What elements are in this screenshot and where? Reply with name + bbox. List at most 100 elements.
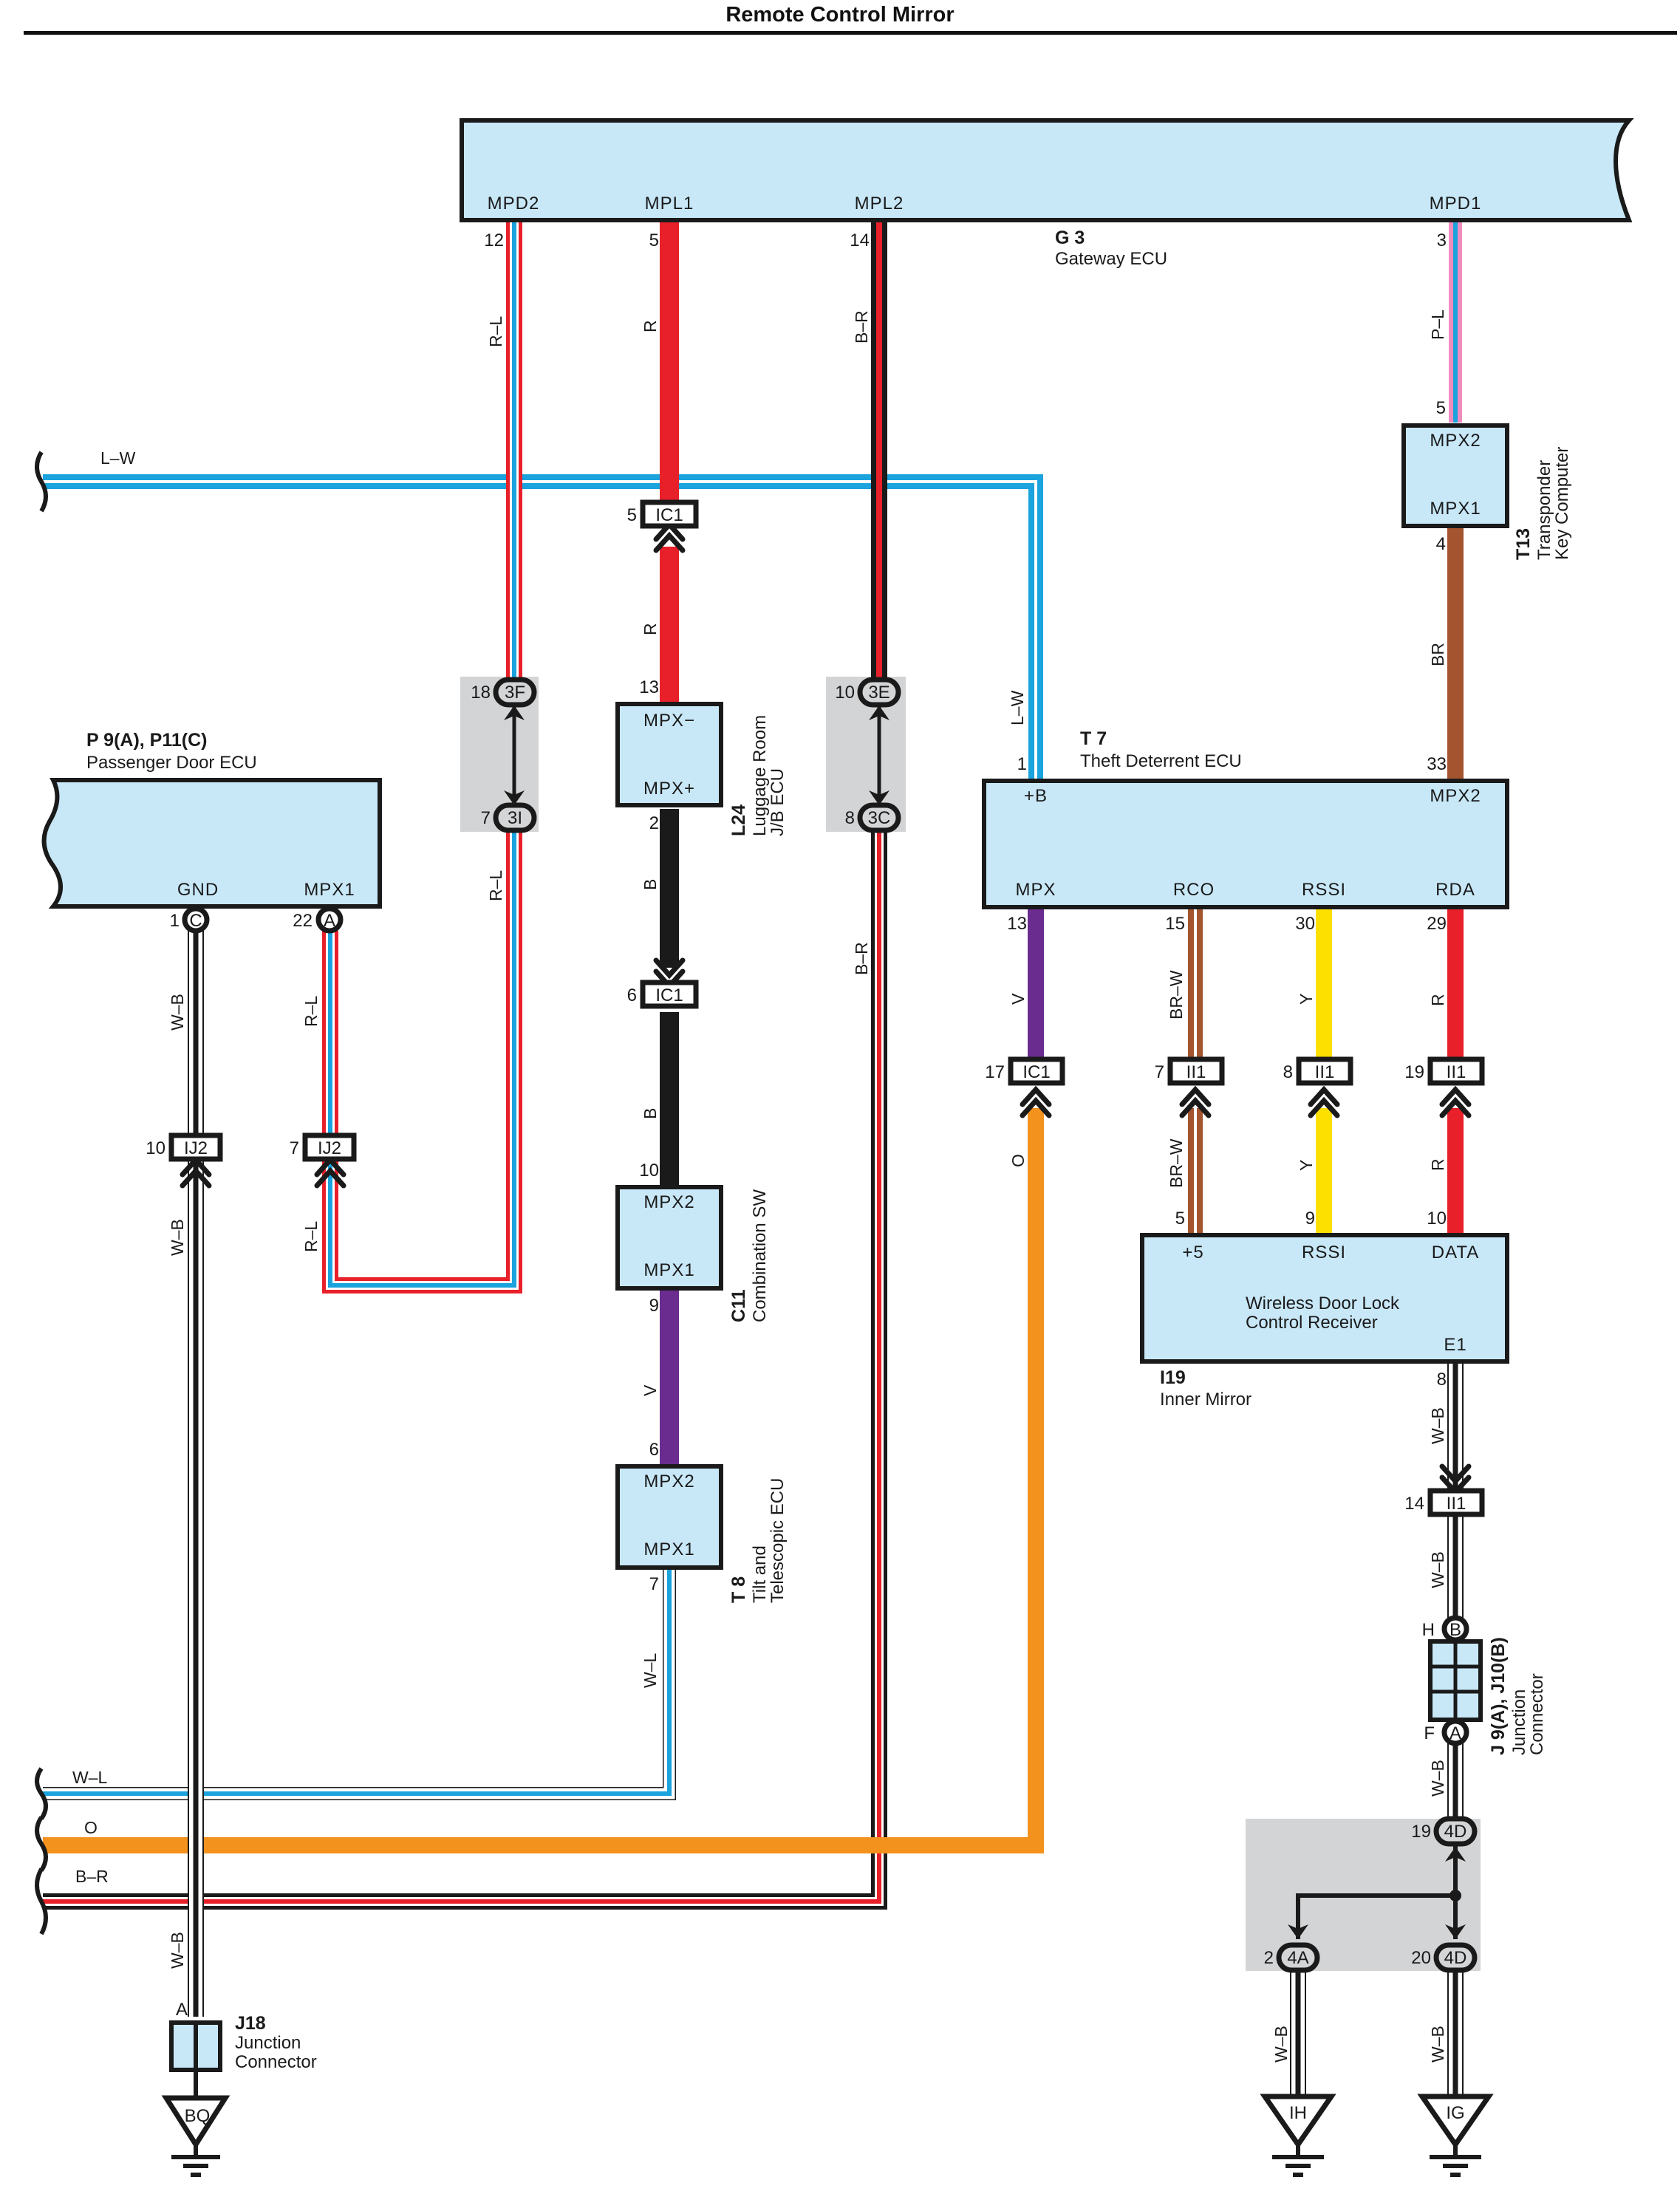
j18-pin: A bbox=[176, 2000, 188, 2020]
wire-label-mpl1-lower: R bbox=[641, 623, 660, 635]
ii1-b-pin: 8 bbox=[1283, 1062, 1293, 1082]
wire-t8-wl bbox=[43, 1568, 676, 1800]
pin-circle-pd-mpx1: A bbox=[315, 906, 344, 934]
pd-code: P 9(A), P11(C) bbox=[86, 730, 207, 751]
t13-label: T13 Transponder Key Computer bbox=[1513, 447, 1572, 560]
c11-label: C11 Combination SW bbox=[728, 1189, 770, 1322]
ground-ih-icon: IH bbox=[1260, 2094, 1336, 2177]
j9-j10-junction-connector bbox=[1428, 1639, 1483, 1722]
wire-label-gnd-ih: W–B bbox=[1271, 2026, 1291, 2063]
wire-label-pd-mpx1: R–L bbox=[301, 996, 321, 1027]
junction-3i: 3I bbox=[493, 802, 537, 833]
svg-text:IC1: IC1 bbox=[655, 985, 683, 1005]
jb-3f-pin: 18 bbox=[471, 683, 491, 703]
t13-terminal-mpx1: MPX1 bbox=[1430, 499, 1481, 519]
wire-mpd2-rl bbox=[322, 222, 522, 1293]
pin-circle-j9-top: B bbox=[1441, 1615, 1469, 1643]
ij2-a-pin: 10 bbox=[146, 1138, 165, 1158]
wire-label-mpd1: P–L bbox=[1428, 310, 1447, 340]
ic1-b-pin: 6 bbox=[627, 985, 637, 1005]
j18-name-line2: Connector bbox=[235, 2052, 317, 2072]
tilt-telescopic-ecu-box bbox=[615, 1464, 723, 1570]
svg-text:IG: IG bbox=[1446, 2103, 1464, 2123]
t13-pin-4: 4 bbox=[1436, 534, 1446, 554]
svg-text:J/B ECU: J/B ECU bbox=[768, 768, 788, 836]
rec-inner-line2: Control Receiver bbox=[1246, 1313, 1378, 1333]
rec-terminal-data: DATA bbox=[1432, 1243, 1479, 1262]
svg-text:IC1: IC1 bbox=[655, 505, 683, 525]
svg-text:IJ2: IJ2 bbox=[184, 1138, 208, 1158]
gateway-ecu-box bbox=[460, 118, 1634, 222]
theft-deterrent-ecu-box bbox=[982, 779, 1509, 909]
t7-terminal-rssi: RSSI bbox=[1302, 880, 1346, 900]
t7-terminal-rco: RCO bbox=[1173, 880, 1215, 900]
wire-label-t13-br: BR bbox=[1428, 643, 1447, 666]
wire-label-bus-br: B–R bbox=[75, 1867, 109, 1886]
t8-label: T 8 Tilt and Telescopic ECU bbox=[728, 1478, 788, 1603]
junction-arrow-3e bbox=[869, 705, 889, 720]
wire-label-t7-rda: R bbox=[1428, 994, 1447, 1006]
t7-pin-29: 29 bbox=[1427, 914, 1447, 934]
junction-arrow-4d-bot bbox=[1445, 1924, 1466, 1939]
wire-label-ic1-orange: O bbox=[1008, 1154, 1028, 1167]
t7-terminal-plus-b: +B bbox=[1024, 786, 1048, 806]
jb-3e-pin: 10 bbox=[835, 683, 855, 703]
g3-terminal-mpl2: MPL2 bbox=[855, 194, 904, 213]
svg-text:A: A bbox=[324, 911, 335, 931]
t8-pin-6: 6 bbox=[649, 1440, 659, 1460]
junction-arrow-4a bbox=[1288, 1924, 1308, 1939]
svg-text:Key Computer: Key Computer bbox=[1552, 447, 1572, 560]
l24-label: L24 Luggage Room J/B ECU bbox=[728, 715, 788, 836]
t8-terminal-mpx2: MPX2 bbox=[643, 1472, 694, 1491]
transponder-key-computer-box bbox=[1401, 423, 1509, 528]
wire-label-lw-down: L–W bbox=[1008, 690, 1027, 725]
connector-ic1-b: IC1 bbox=[640, 980, 699, 1009]
t7-code: T 7 bbox=[1080, 728, 1107, 749]
pd-pin-1: 1 bbox=[170, 911, 180, 931]
c11-pin-10: 10 bbox=[639, 1161, 659, 1180]
wire-label-ic1-c11: B bbox=[641, 1108, 660, 1119]
svg-text:4D: 4D bbox=[1444, 1822, 1467, 1842]
svg-text:4D: 4D bbox=[1444, 1948, 1467, 1968]
svg-text:T 8: T 8 bbox=[728, 1576, 749, 1603]
t8-terminal-mpx1: MPX1 bbox=[643, 1539, 694, 1559]
j9-top-pin: H bbox=[1422, 1620, 1435, 1640]
junction-arrow-3i bbox=[504, 790, 525, 805]
ii1-d-pin: 14 bbox=[1404, 1494, 1424, 1514]
g3-pin-14: 14 bbox=[850, 230, 870, 250]
jb-3c-pin: 8 bbox=[845, 808, 855, 828]
jb-4d-bot-pin: 20 bbox=[1411, 1948, 1431, 1968]
wireless-receiver-box bbox=[1140, 1233, 1509, 1364]
wire-label-mpl2-lower: B–R bbox=[852, 942, 871, 975]
i19-code: I19 bbox=[1160, 1367, 1186, 1388]
wire-break-marks bbox=[35, 451, 48, 1935]
pin-circle-j9-bottom: A bbox=[1441, 1718, 1469, 1746]
wire-label-mpd2-lower: R–L bbox=[486, 870, 505, 901]
jb-4a-pin: 2 bbox=[1264, 1948, 1274, 1968]
t13-terminal-mpx2: MPX2 bbox=[1430, 431, 1481, 451]
wire-label-mpl2: B–R bbox=[852, 310, 871, 344]
svg-text:Combination SW: Combination SW bbox=[750, 1189, 770, 1322]
c11-terminal-mpx2: MPX2 bbox=[643, 1192, 694, 1212]
svg-text:IC1: IC1 bbox=[1022, 1062, 1050, 1082]
junction-3c: 3C bbox=[857, 802, 901, 833]
wire-label-l24-ic1: B bbox=[641, 879, 660, 890]
ij2-b-pin: 7 bbox=[290, 1138, 299, 1158]
svg-text:3C: 3C bbox=[868, 808, 891, 828]
pd-name: Passenger Door ECU bbox=[86, 753, 257, 773]
t8-pin-7: 7 bbox=[649, 1574, 659, 1594]
svg-text:3E: 3E bbox=[868, 683, 889, 703]
svg-text:IJ2: IJ2 bbox=[318, 1138, 341, 1158]
diagram-title: Remote Control Mirror bbox=[725, 3, 955, 27]
t13-pin-5: 5 bbox=[1436, 398, 1446, 418]
wire-orange-o bbox=[43, 1108, 1044, 1853]
t7-name: Theft Deterrent ECU bbox=[1080, 751, 1242, 771]
wire-label-pd-gnd: W–B bbox=[168, 994, 187, 1031]
c11-pin-9: 9 bbox=[649, 1296, 659, 1316]
svg-text:II1: II1 bbox=[1315, 1062, 1335, 1082]
wire-label-t7-rssi: Y bbox=[1297, 994, 1316, 1005]
junction-4d-bot: 4D bbox=[1433, 1942, 1478, 1973]
rec-pin-10: 10 bbox=[1427, 1209, 1447, 1228]
luggage-jb-ecu-box bbox=[615, 702, 723, 807]
